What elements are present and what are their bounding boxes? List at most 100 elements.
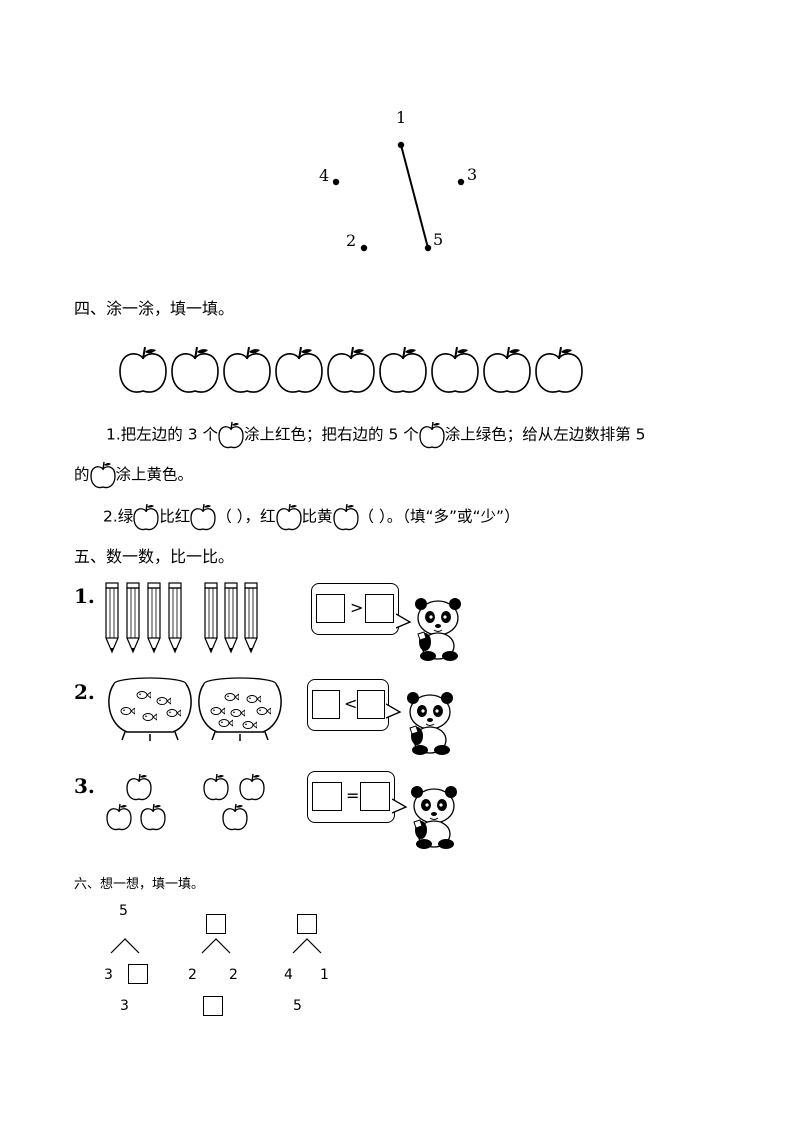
dot-label-5: 5 <box>433 230 444 249</box>
dot-figure-svg <box>332 141 465 252</box>
connect-line <box>400 144 429 249</box>
panda-icon <box>400 686 460 756</box>
answer-box-right-2[interactable] <box>357 690 385 719</box>
tree1-branch <box>110 938 140 954</box>
answer-box-right-1[interactable] <box>365 594 394 623</box>
apple-icon-5[interactable] <box>326 345 376 394</box>
apple-icon-9[interactable] <box>534 345 584 394</box>
tree2-right: 2 <box>229 967 238 983</box>
apples-right <box>203 772 268 834</box>
fishbowls <box>105 676 285 746</box>
bubble-tail-3 <box>392 798 408 814</box>
apple-row-svg <box>118 345 584 394</box>
compare-symbol-3: = <box>346 786 360 805</box>
q1-line1: 1.把左边的 3 个 涂上红色；把右边的 5 个 涂上绿色；给从左边数排第 5 <box>106 420 646 450</box>
apple-icon <box>203 773 229 801</box>
panda-icon <box>408 592 468 662</box>
apple-icon <box>218 420 244 450</box>
row1-number: 1. <box>74 584 95 608</box>
apple-icon <box>222 803 248 831</box>
dot-label-4: 4 <box>319 166 330 185</box>
bubble-tail-1 <box>396 613 412 629</box>
row3-number: 3. <box>74 774 95 798</box>
pencils-right <box>204 582 264 657</box>
q1-line2: 的 涂上黄色。 <box>74 460 193 490</box>
tree2-left: 2 <box>188 967 197 983</box>
apple-group-3 <box>106 773 166 831</box>
compare-symbol-1: > <box>350 598 364 617</box>
tree3-left: 4 <box>284 967 293 983</box>
tree1-bottom: 3 <box>120 998 129 1014</box>
answer-box-right-3[interactable] <box>360 782 390 811</box>
tree1-top: 5 <box>119 903 128 919</box>
q1-text-c: 涂上绿色；给从左边数排第 5 <box>444 425 646 444</box>
apple-icon <box>133 502 159 532</box>
q2-answer-1[interactable]: （ ），红 <box>216 507 276 526</box>
pencil-icon <box>224 582 238 653</box>
pencil-group-3 <box>204 582 258 653</box>
apple-icon <box>276 502 302 532</box>
q2-text-d: 比黄 <box>301 507 333 526</box>
apple-icon <box>106 803 132 831</box>
apple-icon-7[interactable] <box>430 345 480 394</box>
pencil-icon <box>105 582 119 653</box>
dot-4 <box>332 178 340 186</box>
dot-3 <box>457 178 465 186</box>
apple-icon <box>333 502 359 532</box>
dot-label-3: 3 <box>467 165 478 184</box>
apple-icon-4[interactable] <box>274 345 324 394</box>
q1-text-d: 的 <box>74 465 90 484</box>
tree3-bottom: 5 <box>293 998 302 1014</box>
pencil-icon <box>147 582 161 653</box>
section4-title: 四、涂一涂，填一填。 <box>74 299 235 318</box>
q1-text-a: 1.把左边的 3 个 <box>106 425 219 444</box>
apple-icon <box>419 420 445 450</box>
row2-number: 2. <box>74 680 95 704</box>
apple-icon-6[interactable] <box>378 345 428 394</box>
tree2-branch <box>201 938 231 954</box>
answer-box-left-2[interactable] <box>312 690 340 719</box>
pencils-left <box>105 582 185 657</box>
apple-icon <box>190 502 216 532</box>
q2-text-a: 2.绿 <box>103 507 134 526</box>
section6-title: 六、想一想，填一填。 <box>74 877 205 892</box>
apple-icon-2[interactable] <box>170 345 220 394</box>
dot-2 <box>360 244 368 252</box>
apple-icon <box>90 460 116 490</box>
apples-left <box>105 772 170 834</box>
panda-icon <box>404 780 464 850</box>
tree3-right: 1 <box>320 967 329 983</box>
answer-box-left-3[interactable] <box>312 782 342 811</box>
dot-label-1: 1 <box>396 108 407 127</box>
pencil-icon <box>204 582 218 653</box>
tree1-left: 3 <box>104 967 113 983</box>
tree2-bottom-box[interactable] <box>203 996 223 1016</box>
apple-icon <box>140 803 166 831</box>
tree2-top-box[interactable] <box>206 914 226 934</box>
apple-icon <box>239 773 265 801</box>
apple-icon-8[interactable] <box>482 345 532 394</box>
dot-5 <box>424 244 432 252</box>
tree3-top-box[interactable] <box>297 914 317 934</box>
fishbowls-svg <box>108 677 282 742</box>
bubble-tail-2 <box>386 703 402 719</box>
apple-group-3b <box>203 773 265 831</box>
apple-icon-1[interactable] <box>118 345 168 394</box>
compare-symbol-2: < <box>344 694 358 713</box>
tree3-branch <box>292 938 322 954</box>
pencil-group-4 <box>105 582 182 653</box>
q2-text-b: 比红 <box>159 507 191 526</box>
pencil-icon <box>168 582 182 653</box>
apple-row <box>118 342 588 398</box>
apple-icon <box>126 773 152 801</box>
section5-title: 五、数一数，比一比。 <box>74 547 235 566</box>
tree1-right-box[interactable] <box>128 964 148 984</box>
pencil-icon <box>244 582 258 653</box>
q2-answer-2[interactable]: （ ）。（填“多”或“少”） <box>358 507 520 526</box>
apple-icon-3[interactable] <box>222 345 272 394</box>
q2-line: 2.绿 比红 （ ），红 比黄 （ ）。（填“多”或“少”） <box>103 502 520 532</box>
q1-text-e: 涂上黄色。 <box>115 465 194 484</box>
pencil-icon <box>126 582 140 653</box>
answer-box-left-1[interactable] <box>316 594 345 623</box>
q1-text-b: 涂上红色；把右边的 5 个 <box>244 425 419 444</box>
